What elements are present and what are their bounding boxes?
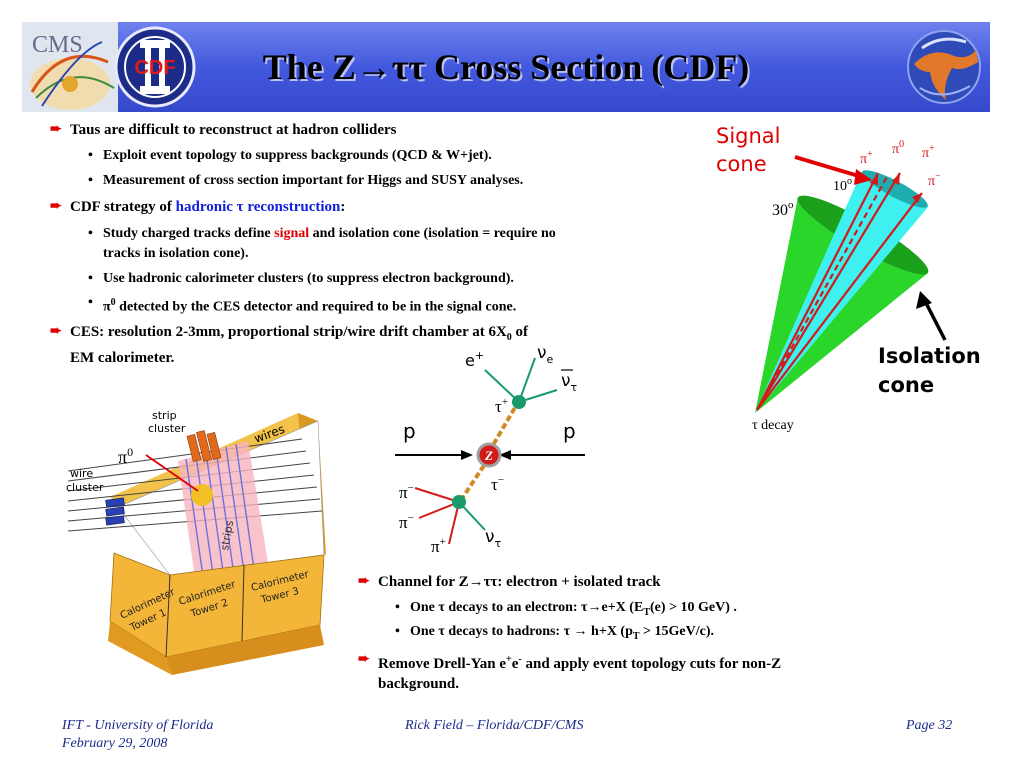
- detector-pi0-label: π0: [118, 445, 133, 467]
- signal-label-line1: Signal: [716, 124, 781, 148]
- wire-cluster-bars: [105, 497, 125, 526]
- nu-e-label: νe: [537, 343, 554, 366]
- cms-logo: CMS: [22, 22, 118, 112]
- bullet-ces: ➨ CES: resolution 2-3mm, proportional st…: [50, 324, 529, 366]
- positron-label: e+: [465, 349, 484, 370]
- strip-cluster-label-1: strip: [152, 409, 177, 422]
- angle-30-label: 30o: [772, 199, 794, 219]
- footer-page-number: Page 32: [906, 718, 953, 733]
- ces-detector-diagram: strip cluster wire cluster wires strips …: [66, 409, 326, 675]
- proton-right-label: p: [563, 419, 576, 443]
- sub-bullet-measurement: •Measurement of cross section important …: [88, 173, 524, 188]
- z-tautau-event-diagram: Z p p e+ νe ντ τ+ τ− π− π− π+ ντ: [395, 343, 585, 556]
- strip-band: [178, 441, 268, 585]
- tau-cone-diagram: Signal cone Isolation cone 10o 30o π+ π0…: [716, 124, 981, 433]
- arrow-bullet-icon: ➨: [50, 199, 62, 214]
- signal-cone-cap: [862, 170, 928, 208]
- arrow-bullet-icon: ➨: [358, 652, 370, 667]
- track-lines: [756, 172, 923, 411]
- nu-tau-bar-label: ντ: [561, 371, 578, 394]
- sub-bullet-topology: •Exploit event topology to suppress back…: [88, 148, 492, 163]
- tau-minus-label: τ−: [491, 474, 504, 494]
- svg-text:CDF: CDF: [134, 57, 175, 79]
- pi-plus-2-label: π+: [922, 143, 935, 161]
- pi-plus-label: π+: [431, 536, 446, 556]
- tau-minus-vertex: [452, 495, 466, 509]
- tau-plus-label: τ+: [495, 396, 508, 416]
- sub-bullet-electron-decay: •One τ decays to an electron: τ→e+X (ET(…: [395, 600, 737, 618]
- sub-bullet-hadron-decay: •One τ decays to hadrons: τ → h+X (pT > …: [395, 624, 715, 642]
- strip-cluster-label-2: cluster: [148, 422, 186, 435]
- tau-plus-vertex: [512, 395, 526, 409]
- title-banner: CMS CDF The Z→ττ Cross Section (CDF): [22, 22, 990, 112]
- signal-pointer-arrow: [794, 155, 863, 179]
- wire-cluster-label-2: cluster: [66, 481, 104, 494]
- isolation-pointer-arrow: [923, 300, 947, 341]
- arrow-bullet-icon: ➨: [358, 574, 370, 589]
- sub-bullet-tracks: •Study charged tracks define signal and …: [88, 226, 556, 261]
- z-label: Z: [484, 448, 493, 463]
- isolation-label-line2: cone: [878, 373, 934, 397]
- wire-cluster-label-1: wire: [70, 467, 93, 480]
- page-title: The Z→ττ Cross Section (CDF): [262, 47, 750, 87]
- pi-minus-1-label: π−: [399, 482, 414, 502]
- footer-author: Rick Field – Florida/CDF/CMS: [405, 718, 584, 733]
- bullet-strategy: ➨ CDF strategy of hadronic τ reconstruct…: [50, 199, 346, 215]
- isolation-label-line1: Isolation: [878, 344, 981, 368]
- pi-zero-label: π0: [892, 139, 904, 157]
- tau-decay-label: τ decay: [752, 418, 794, 433]
- z-boson-vertex: [476, 442, 502, 468]
- footer-institution: IFT - University of Florida February 29,…: [62, 718, 214, 751]
- bullet-channel: ➨ Channel for Z→ττ: electron + isolated …: [358, 574, 661, 590]
- svg-text:CMS: CMS: [32, 32, 83, 58]
- signal-label-line2: cone: [716, 152, 767, 176]
- sub-bullet-pi0: •π0 detected by the CES detector and req…: [88, 295, 517, 315]
- arrow-bullet-icon: ➨: [50, 122, 62, 137]
- arrow-bullet-icon: ➨: [50, 324, 62, 339]
- sub-bullet-calorimeter: •Use hadronic calorimeter clusters (to s…: [88, 271, 514, 286]
- pi0-shower-spot: [191, 484, 213, 506]
- strip-cluster-bars: [186, 430, 222, 462]
- cdf-logo: CDF: [114, 26, 196, 108]
- angle-10-label: 10o: [833, 176, 852, 194]
- bullet-drell-yan: ➨ Remove Drell-Yan e+e- and apply event …: [358, 652, 782, 692]
- strips-label: strips: [218, 519, 236, 551]
- pi-minus-label: π−: [928, 171, 941, 189]
- signal-cone-shape: [755, 171, 928, 413]
- florida-logo: [907, 30, 981, 104]
- nu-tau-label: ντ: [485, 527, 502, 550]
- proton-left-label: p: [403, 419, 416, 443]
- bullet-taus: ➨ Taus are difficult to reconstruct at h…: [50, 122, 397, 138]
- pi-minus-2-label: π−: [399, 512, 414, 532]
- pi-plus-label: π+: [860, 149, 873, 167]
